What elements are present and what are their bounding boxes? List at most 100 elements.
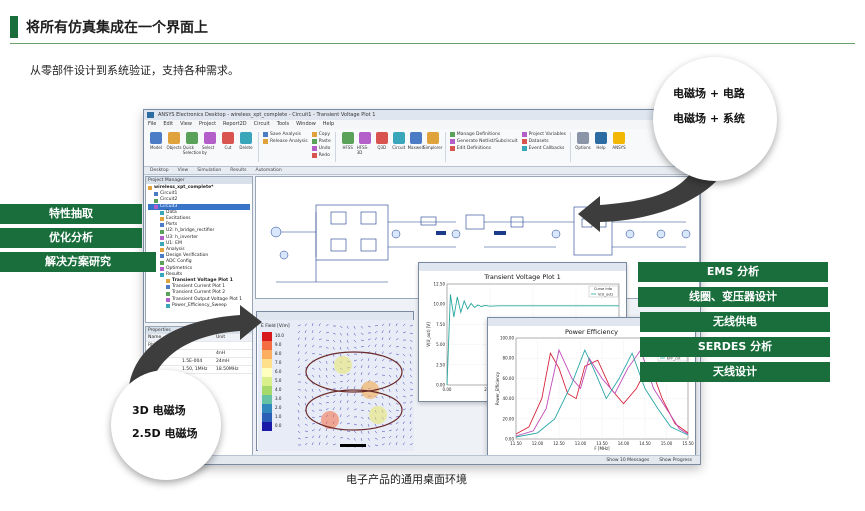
tree-item[interactable]: U3: h_inverter: [148, 235, 250, 241]
cut-button[interactable]: Cut: [220, 132, 236, 155]
field-vector: [311, 402, 314, 406]
field-vector: [360, 416, 364, 419]
tree-item[interactable]: Results: [148, 272, 250, 278]
menu-item-help[interactable]: Help: [322, 121, 335, 127]
tab-view[interactable]: View: [177, 168, 189, 173]
tree-item[interactable]: Ports: [148, 222, 250, 228]
tree-item[interactable]: Power_Efficiency_Sweep: [148, 303, 250, 309]
menu-item-window[interactable]: Window: [296, 121, 316, 127]
menu-item-report2d[interactable]: Report2D: [223, 121, 247, 127]
tab-desktop[interactable]: Desktop: [150, 168, 169, 173]
field-vector: [374, 330, 378, 334]
simplorer-button[interactable]: Simplorer: [423, 132, 442, 155]
tree-item[interactable]: Design Verification: [148, 253, 250, 259]
ribbon-label: Event Callbacks: [528, 146, 565, 151]
menu-item-tools[interactable]: Tools: [276, 121, 290, 127]
tree-item[interactable]: Transient Output Voltage Plot 1: [148, 297, 250, 303]
field-vector: [346, 379, 350, 383]
tree-item[interactable]: Excitations: [148, 216, 250, 222]
model-button[interactable]: Model: [148, 132, 164, 155]
hfss-button[interactable]: HFSS: [340, 132, 356, 155]
options-button[interactable]: Options: [575, 132, 591, 150]
properties-row[interactable]: 4nH: [146, 350, 252, 358]
field-vector: [409, 428, 412, 432]
field-legend-swatch: [262, 386, 272, 395]
tree-item[interactable]: U2: h_bridge_rectifier: [148, 228, 250, 234]
delete-button[interactable]: Delete: [238, 132, 254, 155]
tab-results[interactable]: Results: [230, 168, 247, 173]
tree-item[interactable]: ADC Config: [148, 259, 250, 265]
tree-item[interactable]: Transient Voltage Plot 1: [148, 278, 250, 284]
field-vector: [297, 437, 301, 440]
manage-definitions-button[interactable]: Manage Definitions: [449, 132, 518, 137]
field-vector: [395, 330, 399, 334]
tree-item[interactable]: Analysis: [148, 247, 250, 253]
tree-item[interactable]: Transient Current Plot 2: [148, 290, 250, 296]
tree-item[interactable]: Transient Current Plot 1: [148, 284, 250, 290]
save-analysis-button[interactable]: Save Analysis: [263, 132, 308, 137]
q3d-button[interactable]: Q3D: [374, 132, 390, 155]
status-messages[interactable]: Show 10 Messages: [606, 458, 650, 463]
menu-item-view[interactable]: View: [180, 121, 192, 127]
y-tick-label: 5.00: [436, 342, 445, 347]
properties-row[interactable]: Rhit: [146, 342, 252, 350]
status-progress[interactable]: Show Progress: [659, 458, 692, 463]
field-vector: [402, 395, 406, 398]
tree-item[interactable]: wireless_xpt_complete*: [148, 185, 250, 191]
event-callbacks-button[interactable]: Event Callbacks: [521, 146, 566, 151]
help-button[interactable]: Help: [593, 132, 609, 150]
menu-item-file[interactable]: File: [148, 121, 157, 127]
menu-item-circuit[interactable]: Circuit: [253, 121, 270, 127]
tab-automation[interactable]: Automation: [255, 168, 282, 173]
field-vector: [297, 330, 301, 334]
ansys-button[interactable]: ANSYS: [611, 132, 627, 150]
tree-item[interactable]: Circuit3: [148, 203, 250, 210]
tree-item[interactable]: Circuit2: [148, 197, 250, 203]
left-tag-2: 优化分析: [0, 228, 142, 248]
field-legend-value: 7.0: [275, 360, 282, 365]
circuit-button[interactable]: Circuit: [391, 132, 407, 155]
tree-item[interactable]: Data: [148, 210, 250, 216]
x-tick-label: 14.50: [639, 441, 651, 446]
field-vector: [325, 339, 329, 341]
hfss-3d-button[interactable]: HFSS-3D: [357, 132, 373, 155]
redo-button[interactable]: Redo: [311, 153, 331, 158]
menu-item-edit[interactable]: Edit: [163, 121, 174, 127]
generate-netlist-subcircuit-button[interactable]: Generate Netlist/Subcircuit: [449, 139, 518, 144]
circuit-schematic: [270, 204, 691, 283]
objects-button[interactable]: Objects: [166, 132, 182, 155]
callout-circle-top: 电磁场 + 电路 电磁场 + 系统: [653, 57, 777, 181]
project-variables-button[interactable]: Project Variables: [521, 132, 566, 137]
field-vector: [304, 359, 308, 362]
tree-item[interactable]: Optimetrics: [148, 266, 250, 272]
copy-button[interactable]: Copy: [311, 132, 331, 137]
menu-item-project[interactable]: Project: [198, 121, 217, 127]
tab-simulation[interactable]: Simulation: [197, 168, 222, 173]
field-vector: [311, 429, 315, 432]
field-vector: [318, 428, 321, 432]
paste-button[interactable]: Paste: [311, 139, 331, 144]
undo-button[interactable]: Undo: [311, 146, 331, 151]
edit-definitions-button[interactable]: Edit Definitions: [449, 146, 518, 151]
datasets-button[interactable]: Datasets: [521, 139, 566, 144]
field-vector: [304, 442, 308, 446]
field-vector: [318, 323, 321, 327]
field-legend-value: 1.0: [275, 414, 282, 419]
field-vector: [381, 443, 385, 446]
quick-selection-button[interactable]: Quick Selection: [183, 132, 201, 155]
tree-item[interactable]: Circuit1: [148, 191, 250, 197]
tree-node-icon: [160, 223, 164, 228]
generate-netlist-subcircuit-icon: [449, 139, 455, 144]
tree-item[interactable]: U1: EM: [148, 241, 250, 247]
properties-cell: [148, 350, 182, 357]
event-callbacks-icon: [521, 146, 527, 151]
field-vector: [325, 324, 329, 327]
maxwell-button[interactable]: Maxwell: [408, 132, 424, 155]
select-by-button[interactable]: Select by: [202, 132, 218, 155]
release-analysis-button[interactable]: Release Analysis: [263, 139, 308, 144]
